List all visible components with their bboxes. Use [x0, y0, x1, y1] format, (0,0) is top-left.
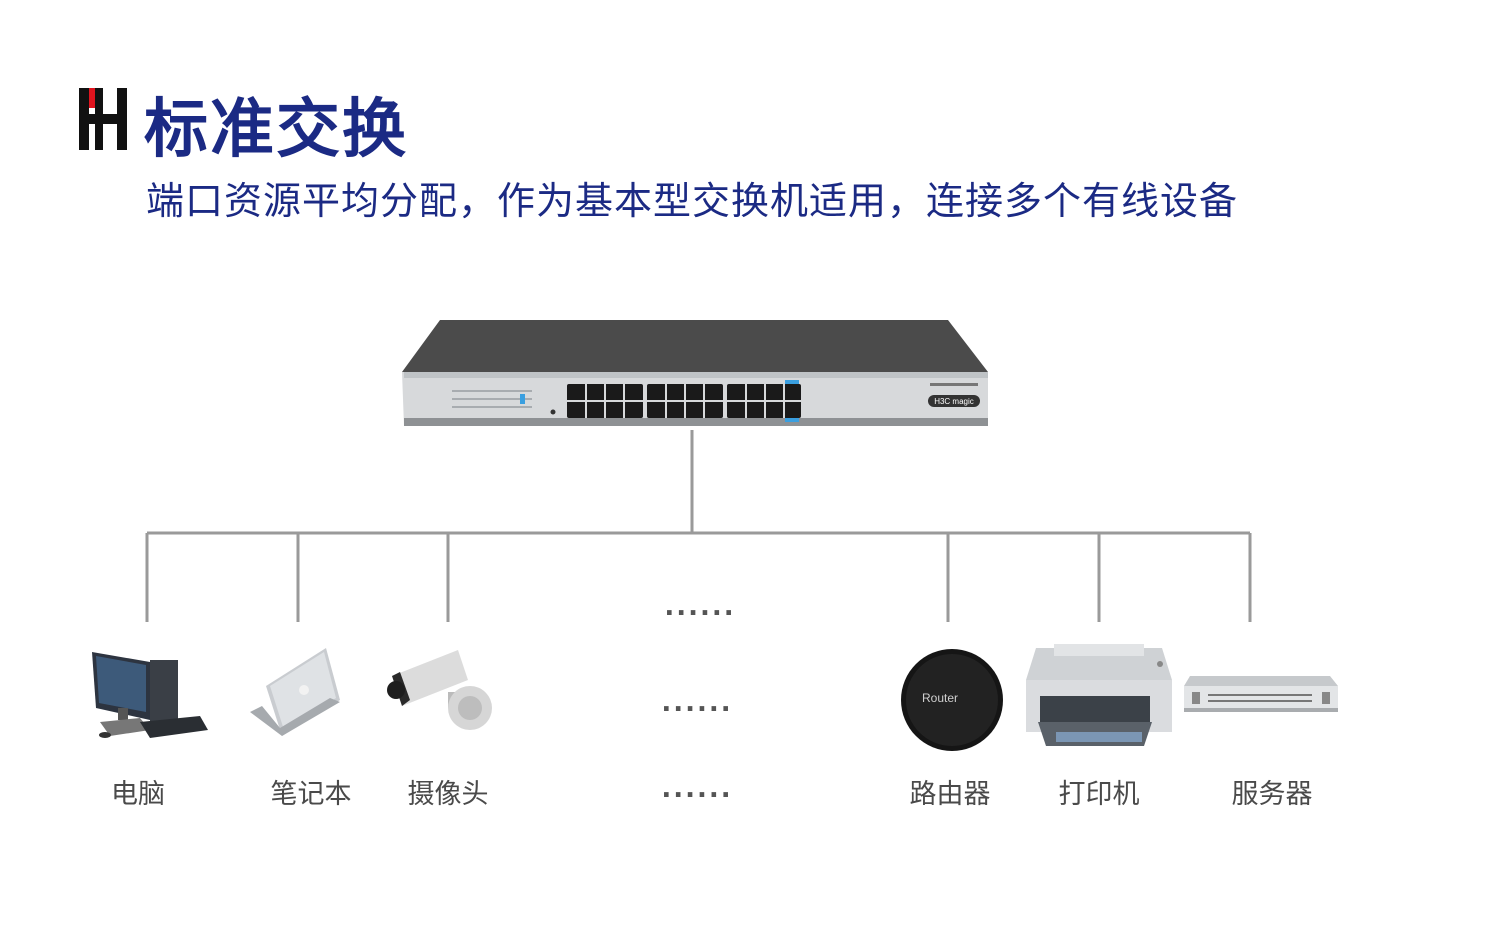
switch-icon: H3C magic: [402, 320, 988, 426]
server-icon: [1184, 676, 1338, 712]
printer-icon: [1026, 644, 1172, 746]
router-badge-text: Router: [922, 691, 958, 705]
router-icon: Router: [901, 649, 1003, 751]
laptop-icon: [250, 648, 340, 736]
brand-logo-icon: [79, 88, 127, 150]
desktop-computer-icon: [92, 652, 208, 738]
device-label-camera: 摄像头: [407, 779, 489, 810]
device-label-laptop: 笔记本: [270, 779, 352, 810]
ellipsis-line: ......: [664, 592, 736, 622]
device-label-router: 路由器: [909, 779, 991, 810]
camera-icon: [387, 650, 492, 730]
page-subtitle: 端口资源平均分配，作为基本型交换机适用，连接多个有线设备: [146, 179, 1239, 223]
device-label-printer: 打印机: [1058, 779, 1140, 810]
page-title: 标准交换: [144, 93, 408, 167]
device-label-computer: 电脑: [111, 779, 165, 810]
ellipsis-icon: ......: [661, 688, 733, 718]
switch-brand-label: H3C magic: [934, 397, 974, 406]
device-label-server: 服务器: [1231, 779, 1313, 810]
connection-lines: [145, 430, 1252, 622]
ellipsis-label: ......: [661, 774, 733, 804]
